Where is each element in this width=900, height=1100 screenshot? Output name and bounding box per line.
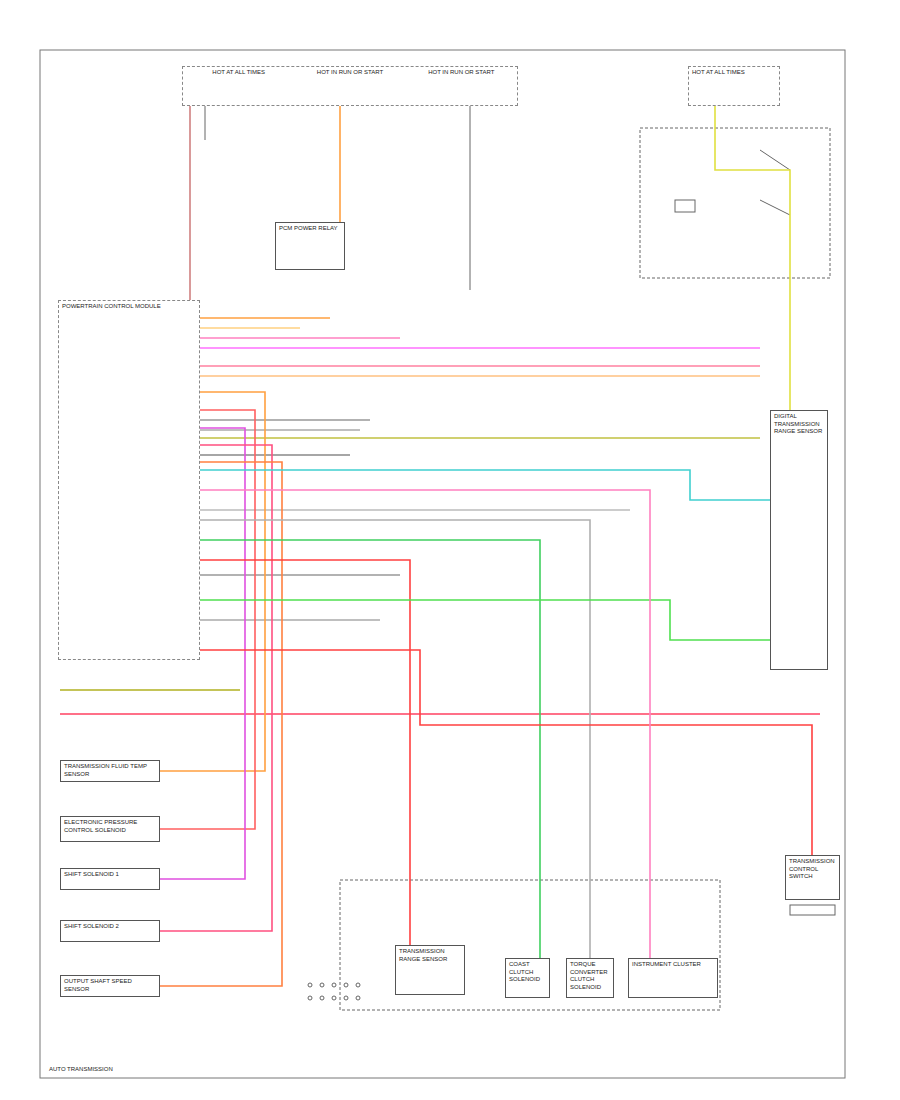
component-box: POWERTRAIN CONTROL MODULE	[58, 300, 200, 660]
component-label: HOT AT ALL TIMES	[692, 69, 776, 77]
component-label: HOT AT ALL TIMES	[186, 69, 291, 77]
wire-connector	[200, 600, 770, 640]
component-label: TRANSMISSION CONTROL SWITCH	[789, 858, 836, 881]
component-label: SHIFT SOLENOID 1	[64, 871, 156, 879]
component-box: ELECTRONIC PRESSURE CONTROL SOLENOID	[60, 816, 160, 842]
component-box: OUTPUT SHAFT SPEED SENSOR	[60, 975, 160, 997]
component-box: COAST CLUTCH SOLENOID	[505, 958, 550, 998]
component-box: HOT AT ALL TIMES HOT IN RUN OR START HOT I…	[182, 66, 518, 106]
component-label: TRANSMISSION RANGE SENSOR	[399, 948, 461, 963]
component-box: INSTRUMENT CLUSTER	[628, 958, 718, 998]
component-box: SHIFT SOLENOID 2	[60, 920, 160, 942]
component-box: HOT AT ALL TIMES	[688, 66, 780, 106]
wire-connector	[190, 106, 191, 300]
component-label: POWERTRAIN CONTROL MODULE	[62, 303, 196, 311]
component-label: COAST CLUTCH SOLENOID	[509, 961, 546, 984]
wire-connector	[340, 106, 341, 222]
wire-connector	[200, 470, 770, 500]
text-row: HOT AT ALL TIMES HOT IN RUN OR START HOT I…	[186, 69, 514, 77]
wire-connector	[200, 490, 650, 958]
component-label: HOT IN RUN OR START	[297, 69, 402, 77]
component-label: INSTRUMENT CLUSTER	[632, 961, 714, 969]
component-box: SHIFT SOLENOID 1	[60, 868, 160, 890]
wire-connector	[200, 520, 590, 958]
wire-connector	[715, 106, 790, 410]
caption-label: AUTO TRANSMISSION	[48, 1066, 114, 1073]
component-label: OUTPUT SHAFT SPEED SENSOR	[64, 978, 156, 993]
component-label: TRANSMISSION FLUID TEMP SENSOR	[64, 763, 156, 778]
component-box: PCM POWER RELAY	[275, 222, 345, 270]
component-label: ELECTRONIC PRESSURE CONTROL SOLENOID	[64, 819, 156, 834]
wire-connector	[200, 650, 812, 855]
component-box: DIGITAL TRANSMISSION RANGE SENSOR	[770, 410, 828, 670]
component-label: DIGITAL TRANSMISSION RANGE SENSOR	[774, 413, 824, 436]
component-box: TRANSMISSION FLUID TEMP SENSOR	[60, 760, 160, 782]
component-label: TORQUE CONVERTER CLUTCH SOLENOID	[570, 961, 610, 991]
component-box: TRANSMISSION RANGE SENSOR	[395, 945, 465, 995]
component-box: TRANSMISSION CONTROL SWITCH	[785, 855, 840, 900]
wire-connector	[200, 560, 410, 945]
component-label: SHIFT SOLENOID 2	[64, 923, 156, 931]
component-label: PCM POWER RELAY	[279, 225, 341, 233]
component-label: HOT IN RUN OR START	[409, 69, 514, 77]
wire-connector	[200, 540, 540, 958]
component-box: TORQUE CONVERTER CLUTCH SOLENOID	[566, 958, 614, 998]
